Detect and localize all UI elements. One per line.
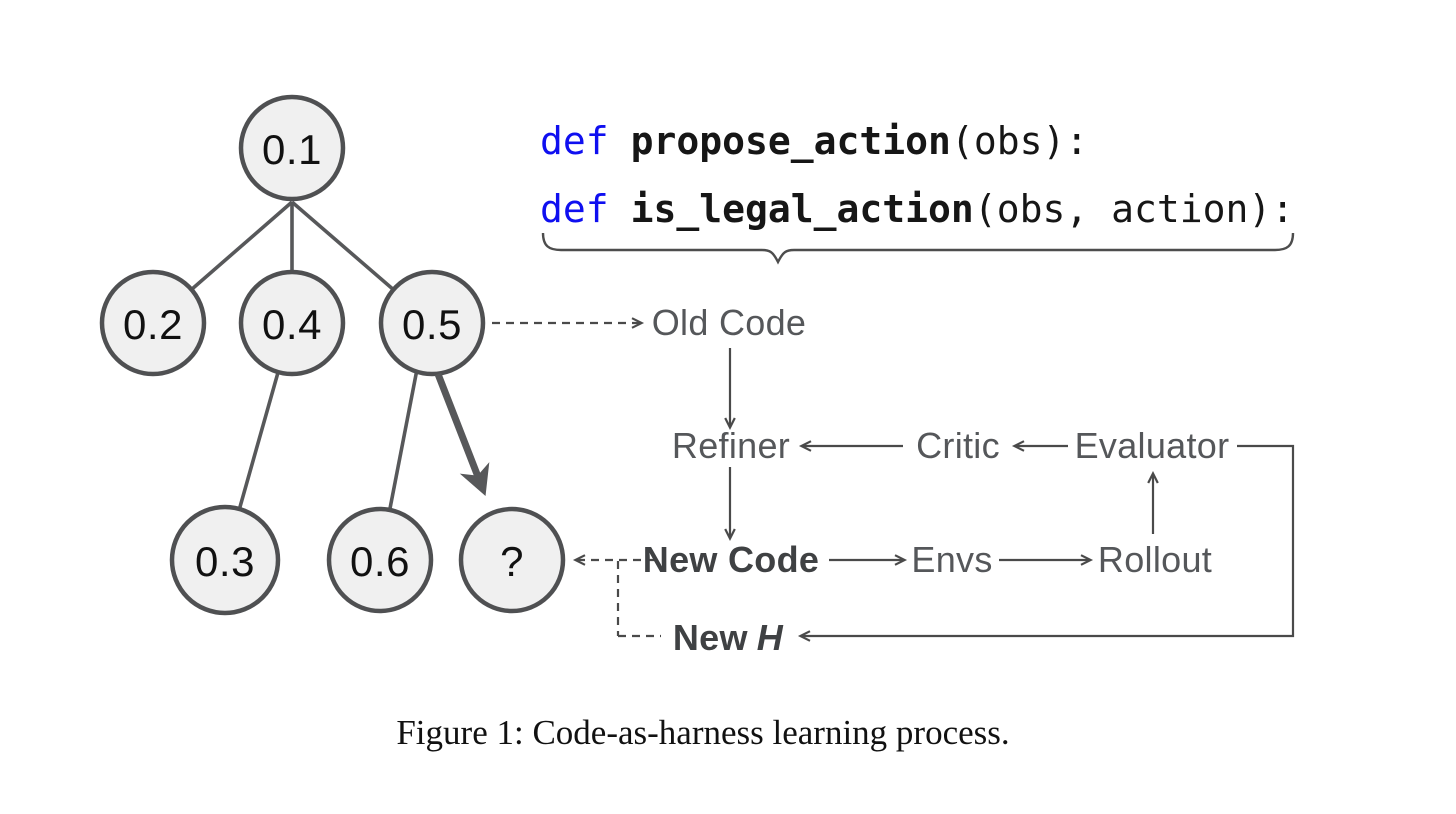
node-label-root: 0.1: [262, 126, 322, 173]
code-line-propose-action: def propose_action(obs):: [540, 119, 1088, 163]
expand-arrow: [434, 372, 490, 497]
node-label-unknown: ?: [500, 538, 524, 585]
node-label-0.5: 0.5: [402, 301, 462, 348]
node-label-0.6: 0.6: [350, 538, 410, 585]
tree-edges: [151, 200, 434, 561]
code-args: (obs):: [950, 119, 1089, 163]
node-label-0.2: 0.2: [123, 301, 183, 348]
code-function-name: propose_action: [630, 119, 951, 163]
code-keyword: def: [540, 187, 609, 231]
node-label-0.4: 0.4: [262, 301, 322, 348]
node-circle-0.6: [326, 506, 434, 614]
code-args: (obs, action):: [973, 187, 1295, 231]
code-line-is-legal-action: def is_legal_action(obs, action):: [540, 187, 1294, 231]
node-label-0.3: 0.3: [195, 538, 255, 585]
code-function-name: is_legal_action: [630, 187, 974, 231]
flow-label-refiner: Refiner: [671, 425, 791, 466]
feedback-loop-evaluator-newh: [797, 444, 1295, 642]
flow-label-envs: Envs: [911, 539, 993, 580]
figure-caption: Figure 1: Code-as-harness learning proce…: [396, 713, 1010, 752]
node-circle-0.5: [378, 269, 486, 377]
node-circle-unknown: [458, 506, 566, 614]
code-underbrace: [541, 232, 1295, 265]
flow-label-critic: Critic: [916, 425, 1000, 466]
dashed-connectors: [492, 317, 661, 638]
new-h-symbol: H: [756, 617, 784, 658]
node-circle-0.4: [238, 269, 346, 377]
node-circle-0.2: [99, 269, 207, 377]
flow-label-old-code: Old Code: [651, 302, 807, 343]
node-circle-root: [238, 94, 346, 202]
node-circle-0.3: [169, 504, 281, 616]
flow-label-rollout: Rollout: [1097, 539, 1213, 580]
flow-connectors: [724, 348, 1295, 642]
flow-label-evaluator: Evaluator: [1074, 425, 1230, 466]
new-h-word: New: [672, 617, 748, 658]
code-keyword: def: [540, 119, 609, 163]
tree-node-circles: [99, 94, 566, 616]
flow-label-new-code: New Code: [642, 539, 820, 580]
